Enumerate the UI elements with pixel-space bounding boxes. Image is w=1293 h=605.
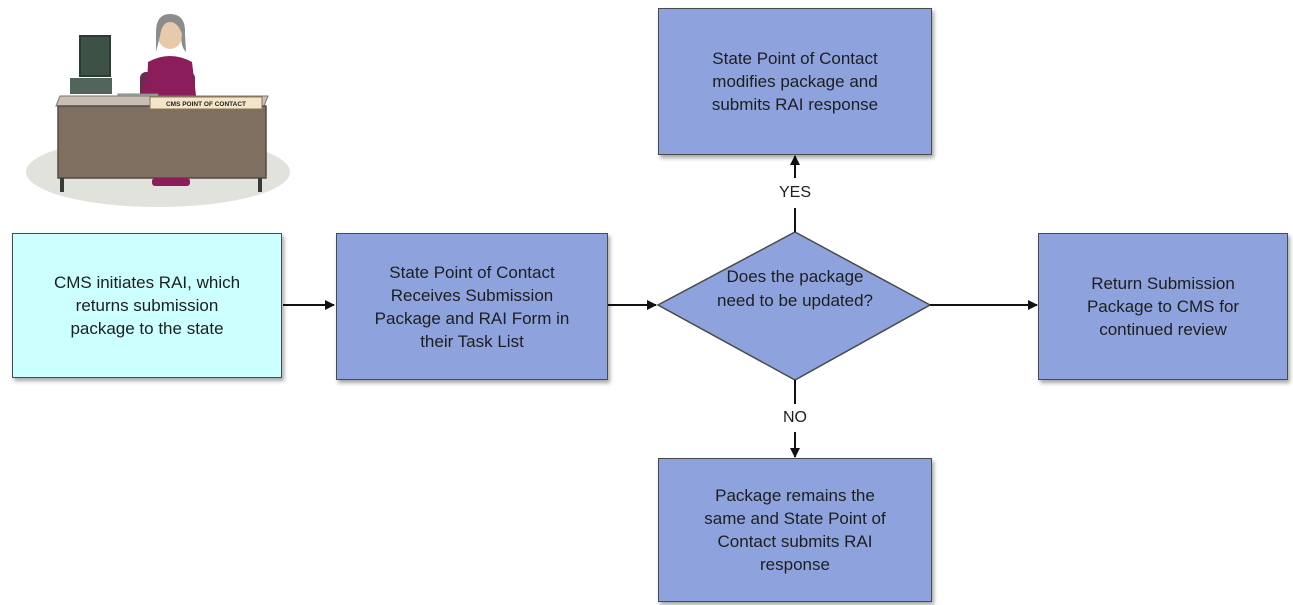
desk-front	[57, 105, 267, 179]
return-node-text: Return Submission Package to CMS for con…	[1086, 274, 1240, 339]
person-at-desk-illustration: CMS POINT OF CONTACT	[26, 14, 290, 207]
remains-node-text: Package remains the same and State Point…	[704, 486, 886, 574]
person-arm	[140, 70, 162, 100]
no-label: NO	[783, 409, 807, 426]
desk-leg-left	[60, 178, 64, 192]
yes-label: YES	[779, 184, 812, 201]
receive-node: State Point of Contact Receives Submissi…	[336, 233, 608, 380]
person-hair	[156, 14, 186, 52]
desk-leg-right	[258, 178, 262, 192]
monitor-stand	[70, 78, 112, 94]
desk-sign	[149, 96, 263, 110]
decision-node-text: Does the package need to be updated?	[717, 267, 873, 310]
receive-node-text: State Point of Contact Receives Submissi…	[374, 262, 570, 351]
return-node: Return Submission Package to CMS for con…	[1038, 233, 1288, 380]
start-node-text: CMS initiates RAI, which returns submiss…	[53, 273, 241, 338]
desk-sign-text: CMS POINT OF CONTACT	[166, 101, 246, 108]
modify-node: State Point of Contact modifies package …	[658, 8, 932, 155]
monitor	[79, 35, 111, 77]
start-node: CMS initiates RAI, which returns submiss…	[12, 233, 282, 378]
modify-node-text: State Point of Contact modifies package …	[711, 49, 879, 114]
person-feet	[152, 178, 190, 186]
remains-node: Package remains the same and State Point…	[658, 458, 932, 602]
